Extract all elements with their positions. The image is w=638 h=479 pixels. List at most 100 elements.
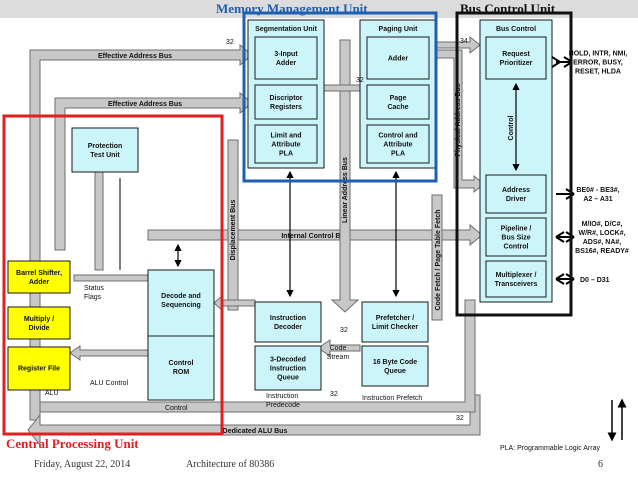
pin-mio-line: ADS#, NA#, [583,239,622,246]
multiply-divide [7,306,71,340]
displacement-bus [227,139,239,311]
code-stream-link [317,339,361,357]
paging-unit-title: Paging Unit [379,26,419,33]
status-line: Flags [84,294,102,301]
code-queue [361,345,429,387]
status-line: Status [84,285,104,292]
decoded-instruction-queue [254,345,322,391]
footer-page: 6 [598,459,603,470]
footer-title: Architecture of 80386 [186,459,275,470]
descriptor-registers [254,84,318,120]
padder-line: Adder [388,56,409,63]
idec-line: Instruction [270,315,306,322]
alu-data-bus [39,299,476,413]
bus-control-title: Bus Control [496,26,536,33]
prio-line: Prioritizer [500,60,533,67]
paging-adder-label: Adder [388,56,409,63]
linear-address-bus [330,39,360,313]
idec-line: Decoder [274,324,302,331]
protection-test-unit [71,127,139,173]
multiply-divide-label: Multiply / Divide [24,316,54,332]
effective-address-bus-1-label: Effective Address Bus [98,53,172,60]
linear-address-bus-label: Linear Address Bus [342,157,349,223]
address-driver [485,174,547,214]
width-32-e: 32 [456,415,464,422]
reg-line: Register File [18,366,60,373]
stream-line: Stream [327,354,350,361]
three-input-adder [254,36,318,80]
adder3-line: 3-Input [274,51,298,58]
limit-line: Limit and [270,133,301,140]
prio-line: Request [502,51,530,58]
ctrl-line: Attribute [383,142,412,149]
effective-address-bus-2 [54,91,253,251]
pin-mio-line: M/IO#, D/C#, [582,221,623,228]
displacement-bus-label: Displacement Bus [230,200,237,261]
mult-line: Divide [28,325,49,332]
ctrl-line: Control and [378,133,417,140]
register-file [7,346,71,391]
rom-line: Control [169,360,194,367]
pref-line: Prefetcher / [376,315,415,322]
bus-control-unit-title: Bus Control Unit [460,1,556,16]
cq-line: 16 Byte Code [373,359,417,366]
footer-date: Friday, August 22, 2014 [34,459,131,470]
register-file-label: Register File [18,366,60,373]
instruction-prefetch-label: Instruction Prefetch [362,395,422,402]
cq-line: Queue [384,368,406,375]
decode-sequencing-rom [147,269,215,401]
pins-hold-label: HOLD, INTR, NMI,ERROR, BUSY,RESET, HLDA [569,51,628,76]
control-attribute-pla [366,124,430,164]
limit-line: Attribute [271,142,300,149]
decode-line: Decode and [161,293,201,300]
predecode-line: Predecode [266,402,300,409]
memory-management-title: Memory Management Unit [216,1,368,16]
alu-label: ALU [45,390,59,397]
pipe-line: Pipeline / [501,226,532,233]
prot-line: Protection [88,143,123,150]
multiplexer-label: Multiplexer /Transceivers [495,272,538,288]
alu-control-label: ALU Control [90,380,129,387]
data-pin-arrow [555,273,575,285]
pin-mio-line: BS16#, READY# [575,248,629,255]
iq-line: 3-Decoded [270,357,306,364]
pin-hold-line: ERROR, BUSY, [573,60,623,67]
width-32-c: 32 [340,327,348,334]
rom-line: ROM [173,369,190,376]
prot-line: Test Unit [90,152,120,159]
ctrl-line: PLA [391,151,405,158]
effective-address-bus-2-label: Effective Address Bus [108,101,182,108]
iq-line: Instruction [270,366,306,373]
pins-mio-label: M/IO#, D/C#, W/R#, LOCK#, ADS#, NA#, BS16#,… [575,221,629,255]
adder3-line: Adder [276,60,297,67]
request-pin-arrow [551,56,573,68]
code-fetch-bus-label: Code Fetch / Page Table Fetch [435,209,442,310]
pin-mio-line: W/R#, LOCK#, [578,230,625,237]
pipe-line: Bus Size [501,235,530,242]
pin-be-line: BE0# - BE3#, [576,187,619,194]
predecode-line: Instruction [266,393,298,400]
pins-data-label: D0 – D31 [580,277,610,284]
central-processing-outline [2,114,224,436]
central-processing-title: Central Processing Unit [6,436,139,451]
protection-link [94,169,104,271]
cache-line: Cache [387,104,408,111]
desc-line: Registers [270,104,302,111]
paging-adder [366,36,430,80]
mult-line: Multiply / [24,316,54,323]
prefetcher-label: Prefetcher /Limit Checker [372,315,419,331]
